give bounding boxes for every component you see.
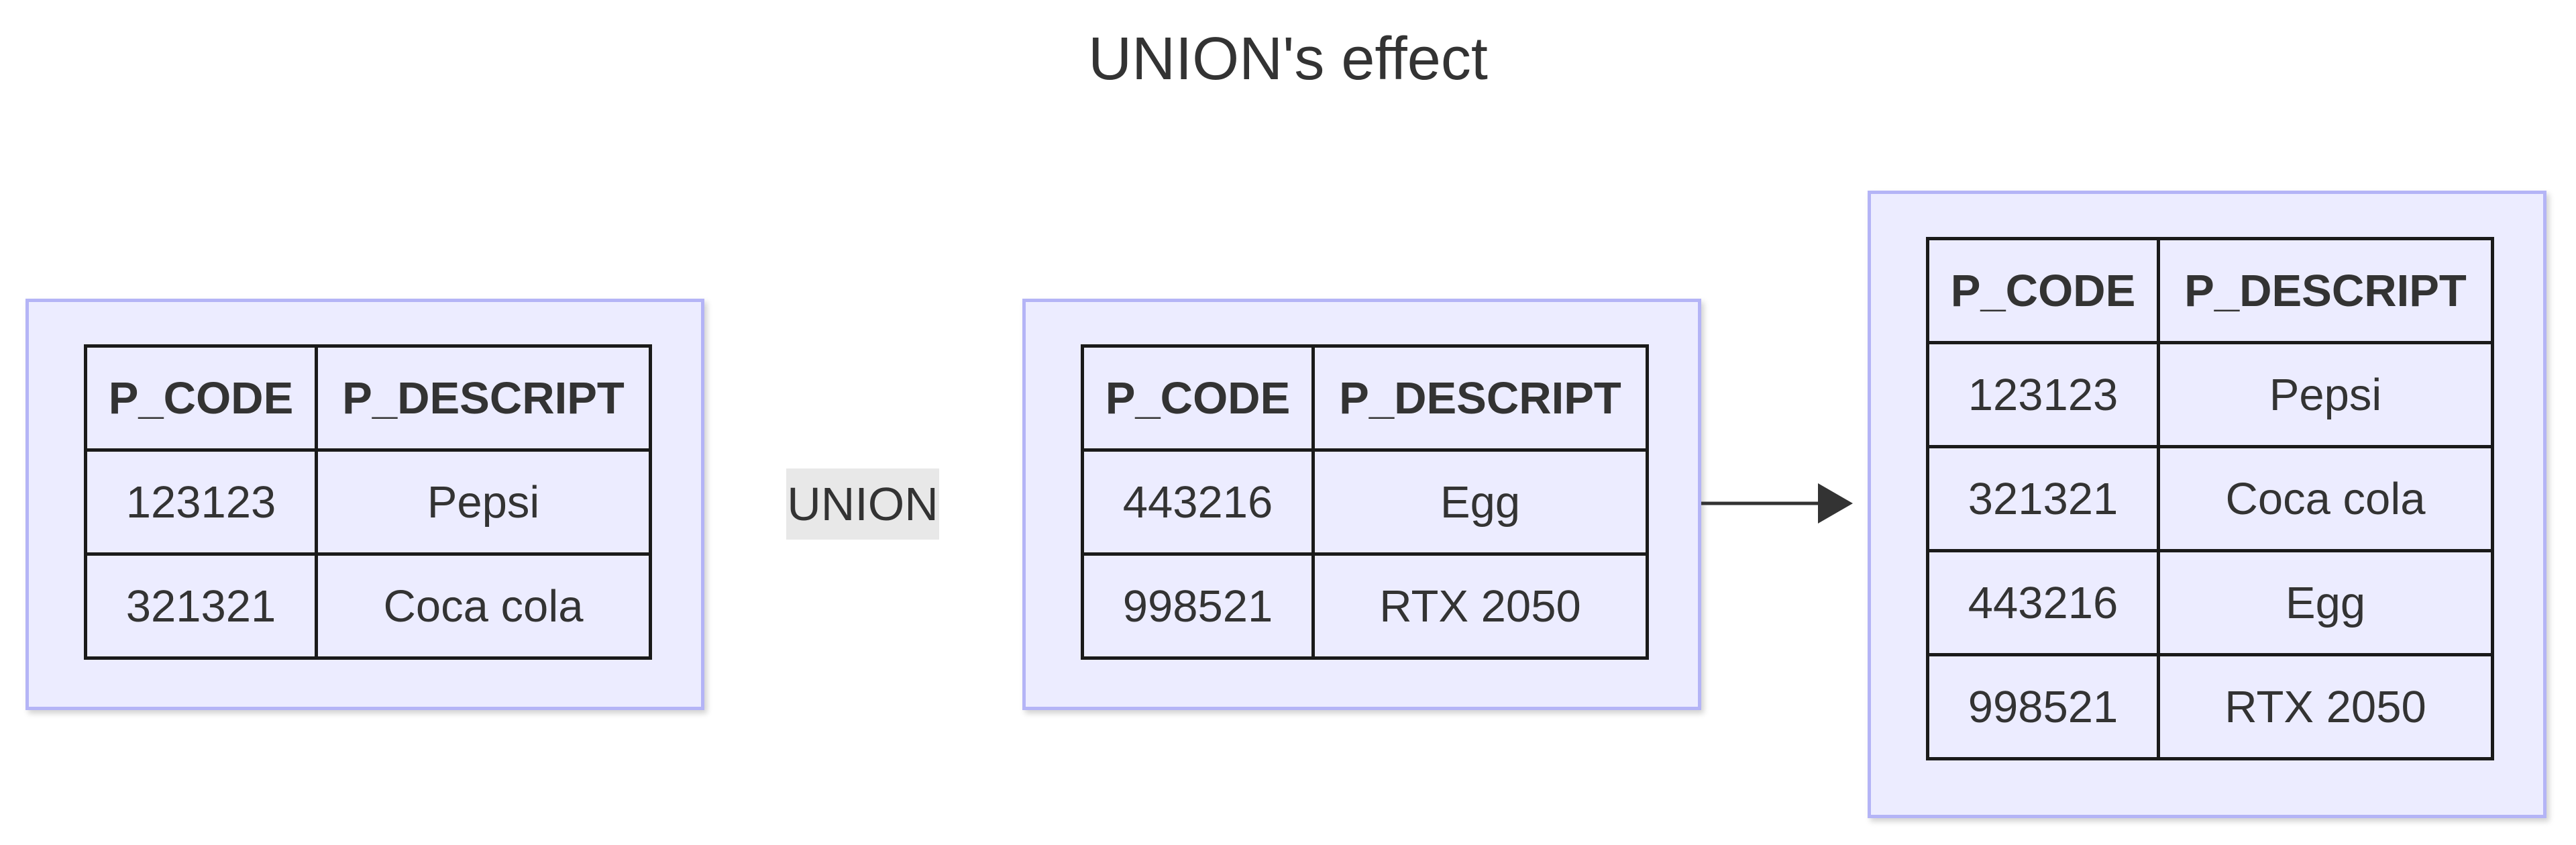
table-header-row: P_CODE P_DESCRIPT [1081, 344, 1649, 452]
table-header-row: P_CODE P_DESCRIPT [1926, 237, 2494, 344]
table-row: 443216 Egg [1926, 549, 2494, 656]
column-header: P_CODE [1926, 237, 2160, 344]
table-row: 998521 RTX 2050 [1926, 653, 2494, 760]
union-label: UNION [786, 468, 939, 540]
table-row: 321321 Coca cola [84, 552, 652, 660]
table-cell: 998521 [1926, 653, 2160, 760]
result-table-node: P_CODE P_DESCRIPT 123123 Pepsi 321321 Co… [1868, 191, 2546, 818]
table-cell: 123123 [84, 448, 318, 556]
middle-table-node: P_CODE P_DESCRIPT 443216 Egg 998521 RTX … [1022, 299, 1701, 710]
result-table: P_CODE P_DESCRIPT 123123 Pepsi 321321 Co… [1926, 237, 2494, 760]
table-row: 123123 Pepsi [1926, 341, 2494, 448]
table-row: 321321 Coca cola [1926, 445, 2494, 552]
table-cell: Coca cola [315, 552, 652, 660]
table-cell: Coca cola [2157, 445, 2494, 552]
table-cell: Egg [2157, 549, 2494, 656]
left-table-node: P_CODE P_DESCRIPT 123123 Pepsi 321321 Co… [25, 299, 704, 710]
table-cell: Pepsi [315, 448, 652, 556]
table-cell: 321321 [1926, 445, 2160, 552]
column-header: P_DESCRIPT [1311, 344, 1649, 452]
table-cell: 321321 [84, 552, 318, 660]
table-row: 998521 RTX 2050 [1081, 552, 1649, 660]
arrow-icon [1701, 483, 1853, 524]
left-table: P_CODE P_DESCRIPT 123123 Pepsi 321321 Co… [84, 344, 652, 660]
column-header: P_DESCRIPT [2157, 237, 2494, 344]
table-cell: RTX 2050 [2157, 653, 2494, 760]
diagram-title: UNION's effect [1088, 26, 1488, 93]
table-row: 123123 Pepsi [84, 448, 652, 556]
column-header: P_CODE [84, 344, 318, 452]
table-cell: 998521 [1081, 552, 1315, 660]
column-header: P_DESCRIPT [315, 344, 652, 452]
column-header: P_CODE [1081, 344, 1315, 452]
table-cell: Pepsi [2157, 341, 2494, 448]
table-cell: RTX 2050 [1311, 552, 1649, 660]
table-cell: 443216 [1081, 448, 1315, 556]
arrow-head [1818, 483, 1853, 524]
table-row: 443216 Egg [1081, 448, 1649, 556]
table-header-row: P_CODE P_DESCRIPT [84, 344, 652, 452]
table-cell: 443216 [1926, 549, 2160, 656]
middle-table: P_CODE P_DESCRIPT 443216 Egg 998521 RTX … [1081, 344, 1649, 660]
table-cell: Egg [1311, 448, 1649, 556]
table-cell: 123123 [1926, 341, 2160, 448]
